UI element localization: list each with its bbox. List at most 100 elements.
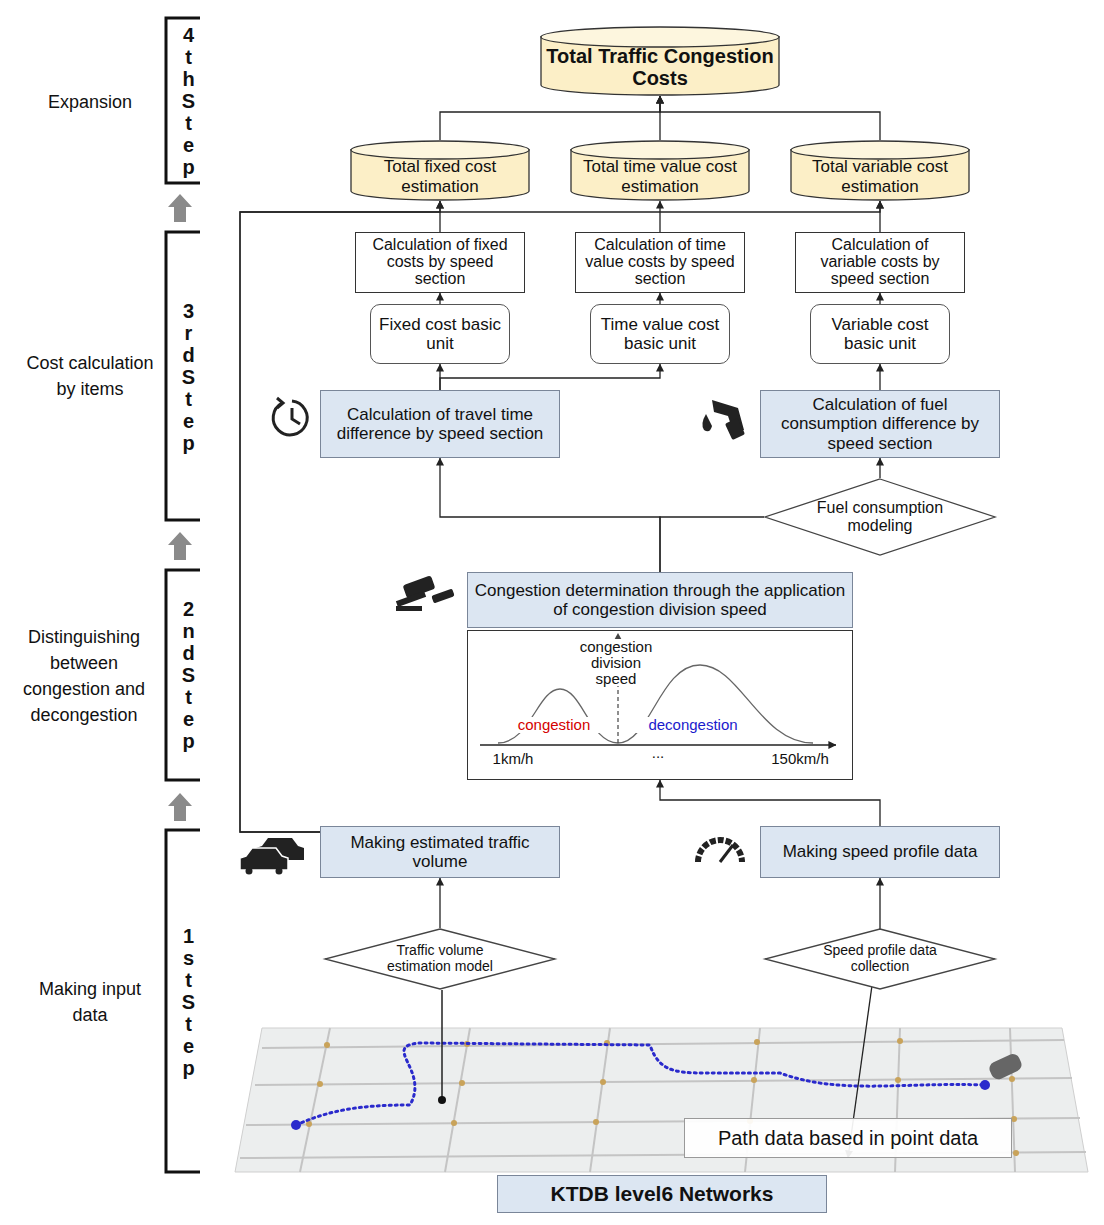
node-content: Total Traffic Congestion Costs	[540, 26, 780, 96]
node-content: Making estimated traffic volume	[321, 827, 559, 877]
node-text: Speed profile data collection	[810, 943, 950, 974]
drawn-part	[235, 1028, 1088, 1172]
network-label: KTDB level6 Networks	[497, 1175, 827, 1213]
drawn-part	[168, 194, 192, 222]
drawn-part	[325, 929, 555, 989]
decision-diamond: Fuel consumption modeling	[764, 478, 996, 556]
drawn-part	[240, 1028, 1086, 1172]
drawn-part	[396, 591, 426, 607]
node-text: Making estimated traffic volume	[327, 833, 553, 871]
node-content: Variable cost basic unit	[811, 305, 949, 363]
decision-diamond: Speed profile data collection	[764, 928, 996, 990]
drawn-part	[765, 929, 995, 989]
drawn-part	[276, 868, 283, 875]
drawn-part	[702, 414, 712, 431]
node-text: Total time value cost estimation	[576, 157, 744, 195]
drawn-part	[166, 232, 200, 520]
process-box: Calculation of variable costs by speed s…	[795, 232, 965, 293]
process-box: Calculation of time value costs by speed…	[575, 232, 745, 293]
flow-arrow	[660, 517, 764, 572]
drawn-part	[277, 398, 283, 408]
drawn-part	[240, 848, 288, 870]
drawn-part	[541, 36, 779, 95]
step-label: 1st Step	[181, 925, 196, 1079]
result-cylinder: Total Traffic Congestion Costs	[540, 26, 780, 96]
flow-arrow	[440, 364, 660, 390]
drawn-part	[987, 1052, 1024, 1082]
chart-label: decongestion	[628, 717, 758, 733]
drawn-part	[980, 1080, 990, 1090]
drawn-part	[751, 1077, 757, 1083]
chart-label: 150km/h	[760, 751, 840, 767]
chart-label: congestion division speed	[572, 639, 660, 686]
drawn-part	[396, 606, 422, 611]
flow-arrow	[440, 458, 660, 572]
drawn-part	[441, 990, 443, 1100]
node-content: Calculation of fuel consumption differen…	[761, 391, 999, 457]
drawn-part	[351, 141, 529, 159]
node-text: Calculation of fuel consumption differen…	[767, 395, 993, 452]
drawn-part	[296, 1043, 985, 1125]
process-box: Calculation of fixed costs by speed sect…	[355, 232, 525, 293]
node-content: Calculation of travel time difference by…	[321, 391, 559, 457]
drawn-part	[291, 1120, 301, 1130]
node-text: Traffic volume estimation model	[370, 943, 510, 974]
node-text: Calculation of fixed costs by speed sect…	[362, 237, 518, 287]
node-content: Calculation of fixed costs by speed sect…	[356, 233, 524, 292]
step-label: 4th Step	[181, 24, 196, 178]
car-icon	[240, 838, 304, 875]
node-content: KTDB level6 Networks	[498, 1176, 826, 1212]
node-text: Making speed profile data	[783, 842, 978, 861]
node-content: Making speed profile data	[761, 827, 999, 877]
stage-description: Making input data	[20, 976, 160, 1028]
drawn-part	[791, 141, 969, 159]
node-content: Fuel consumption modeling	[764, 478, 996, 556]
node-content: Calculation of time value costs by speed…	[576, 233, 744, 292]
node-text: Fixed cost basic unit	[377, 315, 503, 353]
drawn-part	[590, 1028, 610, 1172]
flow-arrow	[659, 201, 660, 232]
drawn-part	[438, 1096, 446, 1104]
node-content: Speed profile data collection	[764, 928, 996, 990]
drawn-part	[754, 1039, 760, 1045]
stage-description: Distinguishing between congestion and de…	[14, 624, 154, 728]
drawn-part	[166, 570, 200, 780]
unit-box: Fixed cost basic unit	[370, 304, 510, 364]
clock-icon	[273, 398, 307, 435]
node-text: KTDB level6 Networks	[551, 1182, 774, 1206]
distribution-chart: congestion division speedcongestiondecon…	[467, 630, 853, 780]
drawn-part	[897, 1038, 903, 1044]
flow-arrow	[240, 201, 440, 832]
unit-box: Variable cost basic unit	[810, 304, 950, 364]
drawn-part	[593, 1119, 599, 1125]
road-map	[235, 990, 1088, 1172]
estimate-cylinder: Total variable cost estimation	[790, 140, 970, 201]
drawn-part	[292, 408, 300, 424]
node-text: Calculation of travel time difference by…	[327, 405, 553, 443]
drawn-part	[1009, 1076, 1015, 1082]
drawn-part	[262, 1040, 1064, 1048]
drawn-part	[324, 1042, 330, 1048]
node-content: Total variable cost estimation	[790, 140, 970, 201]
process-box: Calculation of travel time difference by…	[320, 390, 560, 458]
fuel-nozzle-icon	[702, 400, 745, 440]
node-text: Calculation of time value costs by speed…	[582, 237, 738, 287]
drawn-part	[571, 141, 749, 159]
step-bracket	[166, 18, 200, 1172]
drawn-part	[725, 418, 745, 440]
node-text: Fuel consumption modeling	[810, 499, 950, 535]
node-content: Total fixed cost estimation	[350, 140, 530, 201]
drawn-part	[895, 1077, 901, 1083]
drawn-part	[166, 830, 200, 1172]
flow-arrow	[660, 96, 880, 140]
flow-arrow	[439, 293, 440, 304]
drawn-part	[168, 793, 192, 821]
drawn-part	[451, 1120, 457, 1126]
flow-arrow	[659, 293, 660, 304]
stage-description: Expansion	[20, 89, 160, 115]
step-label: 2nd Step	[181, 598, 196, 752]
process-box: Congestion determination through the app…	[467, 572, 853, 628]
gavel-icon	[396, 575, 455, 611]
drawn-part	[445, 1028, 470, 1172]
